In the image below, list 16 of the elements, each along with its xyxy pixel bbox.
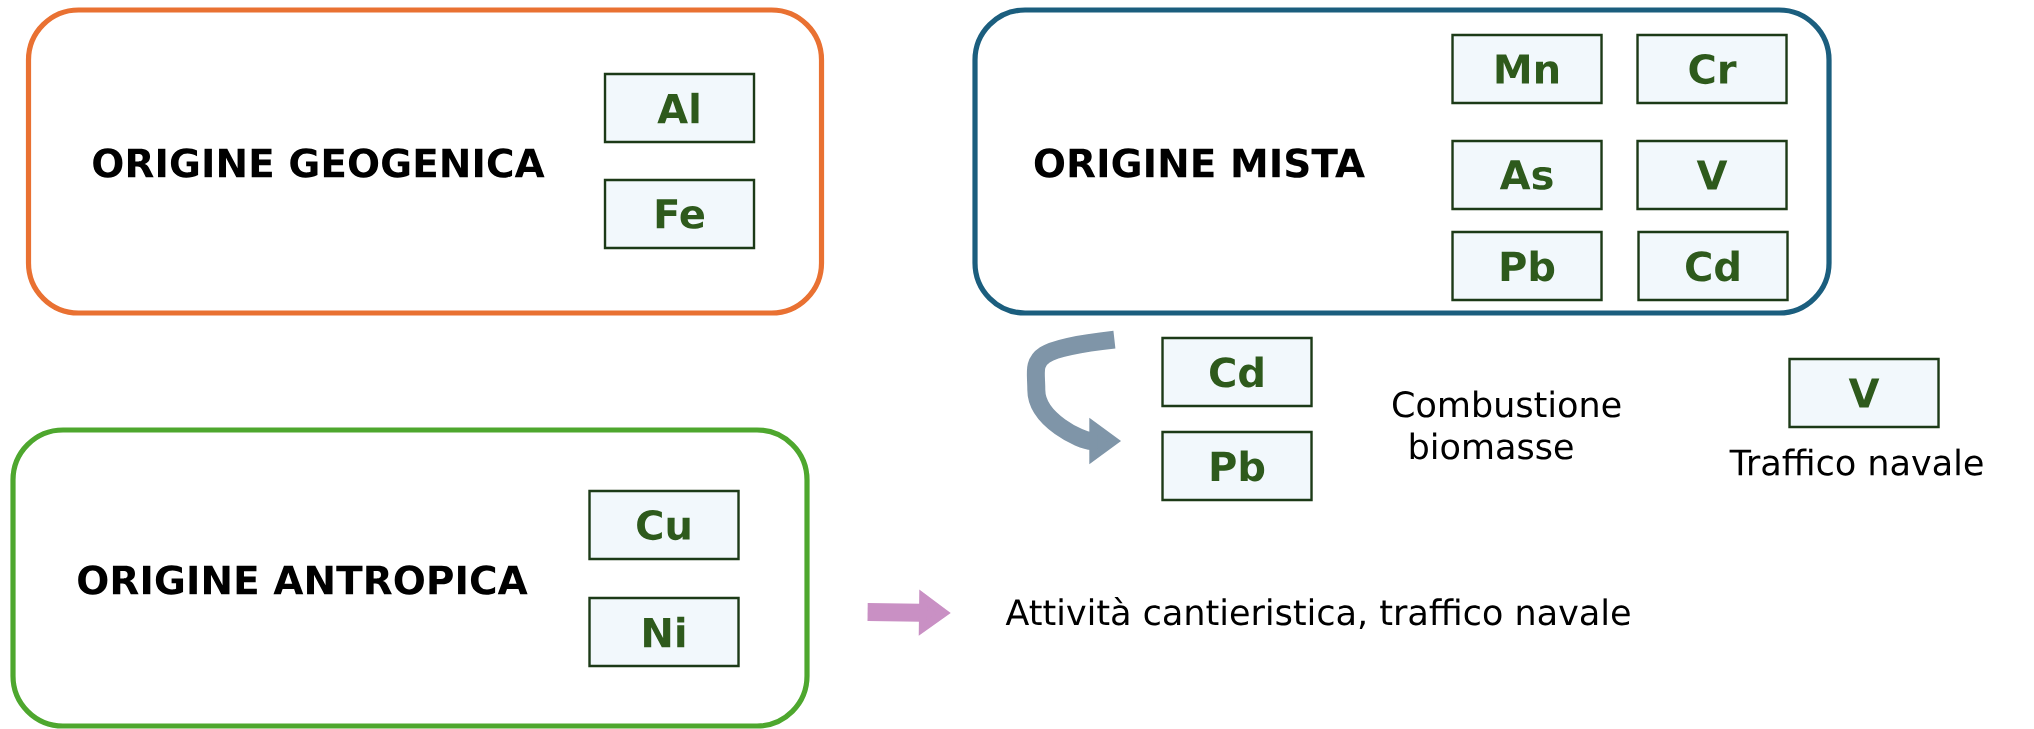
element-box: Cd (1637, 230, 1789, 302)
element-box: Cr (1636, 33, 1788, 105)
element-box: Cd (1161, 336, 1313, 408)
element-box: Fe (603, 178, 756, 250)
source-text: Combustione biomasse (1393, 390, 1621, 460)
element-box: Al (603, 72, 756, 144)
element-box: Ni (588, 596, 740, 668)
element-box: V (1788, 357, 1940, 429)
element-box: Cu (588, 489, 740, 561)
element-box: Mn (1451, 33, 1603, 105)
source-text: Traffico navale (1729, 448, 1983, 476)
element-box: V (1636, 139, 1788, 211)
source-text: Attività cantieristica, traffico navale (1005, 596, 1630, 630)
element-box: Pb (1161, 430, 1313, 502)
element-box: As (1451, 139, 1603, 211)
element-box: Pb (1451, 230, 1603, 302)
